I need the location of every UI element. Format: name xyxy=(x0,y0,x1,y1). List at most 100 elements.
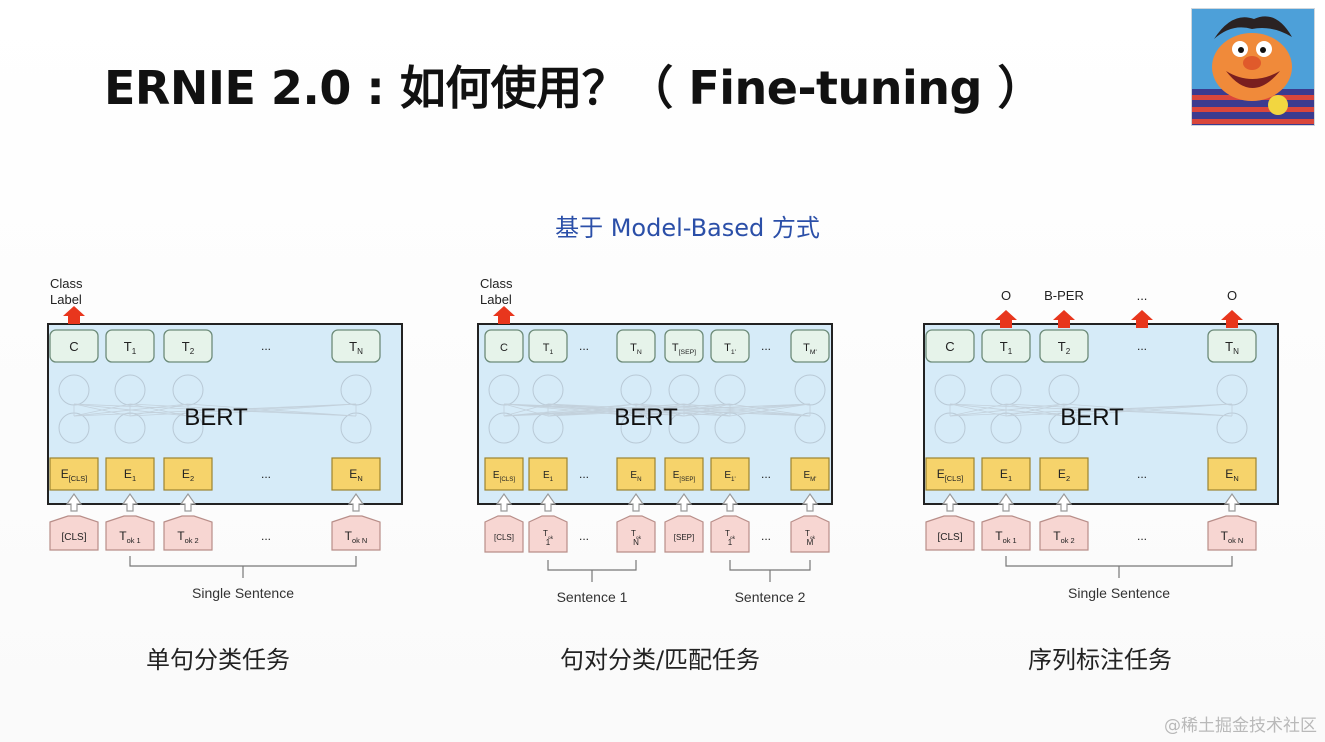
output-tag: B-PER xyxy=(1044,288,1084,303)
output-token xyxy=(484,329,524,363)
sentence-1-bracket xyxy=(547,560,637,571)
output-ellipsis: ... xyxy=(579,339,589,353)
diagram-subtitle: 基于 Model-Based 方式 xyxy=(555,214,820,242)
output-tag: ... xyxy=(1137,288,1148,303)
embedding-token xyxy=(1207,457,1257,491)
output-ellipsis: ... xyxy=(1137,339,1147,353)
output-token xyxy=(664,329,704,363)
input-arrow xyxy=(1223,492,1241,512)
input-token-label: 1 xyxy=(728,538,733,547)
embedding-token xyxy=(484,457,524,491)
input-token xyxy=(528,515,568,553)
input-token xyxy=(981,515,1031,551)
output-token-label: C xyxy=(69,339,78,354)
tag-output-arrow xyxy=(1053,310,1075,328)
input-token xyxy=(1039,515,1089,551)
embedding-token xyxy=(616,457,656,491)
embedding-token xyxy=(49,457,99,491)
hidden-connection xyxy=(129,403,357,417)
sentence-label: Single Sentence xyxy=(1068,585,1170,601)
class-output-arrow xyxy=(63,306,85,324)
class-label: Label xyxy=(50,292,82,307)
input-token-label: M xyxy=(807,538,814,547)
output-token-label: C xyxy=(945,339,954,354)
avatar-illustration xyxy=(1192,9,1314,125)
output-token xyxy=(163,329,213,363)
input-token-label: [CLS] xyxy=(494,533,514,542)
embedding-token xyxy=(528,457,568,491)
sentence-bracket xyxy=(129,556,357,567)
output-token xyxy=(710,329,750,363)
sentence-label: Sentence 1 xyxy=(557,589,628,605)
task-label-pair: 句对分类/匹配任务 xyxy=(559,646,761,674)
output-token xyxy=(981,329,1031,363)
hidden-connection xyxy=(949,403,1007,417)
input-token-label: 1 xyxy=(546,538,551,547)
input-ellipsis: ... xyxy=(261,529,271,543)
sentence-2-bracket xyxy=(729,560,811,571)
input-token xyxy=(49,515,99,551)
embedding-ellipsis: ... xyxy=(761,467,771,481)
input-token xyxy=(664,515,704,553)
model-label: BERT xyxy=(614,404,678,431)
tag-output-arrow xyxy=(1131,310,1153,328)
input-token-label: [SEP] xyxy=(674,533,694,542)
task-label-single: 单句分类任务 xyxy=(146,646,290,674)
embedding-token xyxy=(1039,457,1089,491)
hidden-connection xyxy=(729,403,811,417)
hidden-connection xyxy=(503,403,731,417)
output-token xyxy=(1039,329,1089,363)
sentence-bracket xyxy=(1005,556,1233,567)
input-token xyxy=(616,515,656,553)
input-arrow xyxy=(347,492,365,512)
output-token-label: TN xyxy=(630,342,642,356)
hidden-connection xyxy=(503,403,549,417)
output-token xyxy=(616,329,656,363)
embedding-ellipsis: ... xyxy=(261,467,271,481)
sentence-label: Single Sentence xyxy=(192,585,294,601)
slide-title: ERNIE 2.0 : 如何使用？（ Fine-tuning ） xyxy=(104,61,1044,115)
hidden-connection xyxy=(129,403,189,417)
hidden-connection xyxy=(73,403,357,417)
model-label: BERT xyxy=(184,404,248,431)
hidden-connection xyxy=(73,403,131,417)
embedding-token xyxy=(163,457,213,491)
class-label: Class xyxy=(480,276,513,291)
input-arrow xyxy=(539,492,557,512)
embedding-token xyxy=(790,457,830,491)
class-output-arrow xyxy=(493,306,515,324)
hidden-connection xyxy=(503,403,637,417)
task-label-sequence: 序列标注任务 xyxy=(1028,646,1172,674)
hidden-connection xyxy=(547,403,811,417)
output-ellipsis: ... xyxy=(261,339,271,353)
output-token xyxy=(790,329,830,363)
output-tag: O xyxy=(1001,288,1011,303)
output-ellipsis: ... xyxy=(761,339,771,353)
hidden-connection xyxy=(1005,403,1233,417)
input-arrow xyxy=(65,492,83,512)
embedding-token xyxy=(710,457,750,491)
input-arrow xyxy=(1055,492,1073,512)
embedding-token xyxy=(925,457,975,491)
input-arrow xyxy=(997,492,1015,512)
input-ellipsis: ... xyxy=(1137,529,1147,543)
input-arrow xyxy=(801,492,819,512)
presenter-avatar xyxy=(1191,8,1315,126)
input-token xyxy=(925,515,975,551)
embedding-ellipsis: ... xyxy=(579,467,589,481)
input-arrow xyxy=(179,492,197,512)
hidden-connection xyxy=(635,403,811,417)
input-token-label: [CLS] xyxy=(937,532,962,543)
output-token xyxy=(331,329,381,363)
tag-output-arrow xyxy=(1221,310,1243,328)
input-token xyxy=(331,515,381,551)
class-label: Label xyxy=(480,292,512,307)
output-token-label: T1 xyxy=(543,342,554,356)
output-token xyxy=(528,329,568,363)
